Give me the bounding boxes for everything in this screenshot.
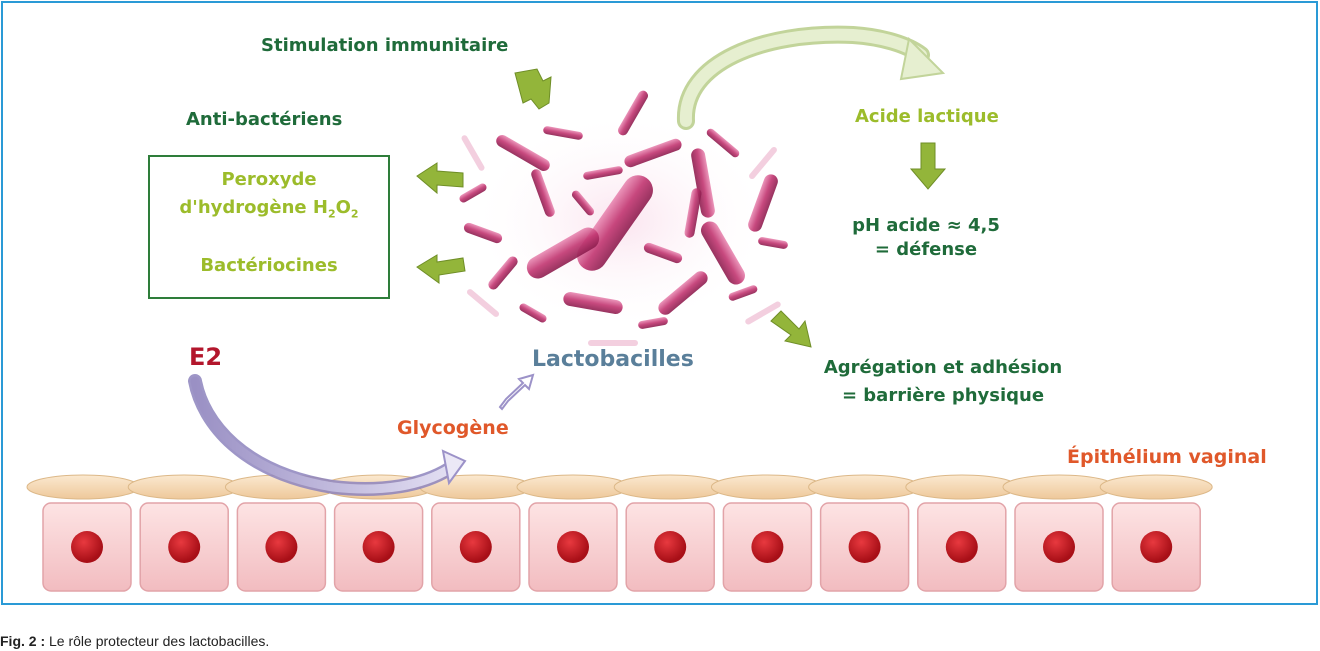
- mucus-cap: [127, 474, 241, 500]
- bacterium-rod: [531, 169, 555, 217]
- label-epithelium-vaginal: Épithélium vaginal: [1067, 446, 1267, 468]
- peroxyde-text-a: d'hydrogène H: [179, 197, 328, 218]
- label-defense: = défense: [874, 239, 978, 260]
- arrow-glycogene-to-lactobacilles: [498, 373, 535, 411]
- mucus-cap: [516, 474, 630, 500]
- label-glycogene: Glycogène: [397, 417, 509, 439]
- label-anti-bacteriens: Anti-bactériens: [186, 109, 343, 130]
- mucus-cap: [26, 474, 140, 500]
- bacterium-rod: [519, 303, 547, 323]
- label-peroxyde-line2: d'hydrogène H2O2: [150, 197, 388, 221]
- bacterium-rod: [488, 256, 518, 290]
- bacterium-rod: [577, 175, 653, 271]
- mucus-cap: [1002, 474, 1116, 500]
- cell-nucleus: [362, 531, 395, 563]
- bacterium-rod: [748, 174, 778, 232]
- bacterium-rod: [526, 227, 600, 279]
- cell-nucleus: [557, 531, 589, 563]
- mucus-cap: [905, 474, 1019, 500]
- mucus-cap: [808, 474, 922, 500]
- bacterium-rod: [638, 317, 668, 329]
- bacterium-rod-faint: [466, 289, 500, 317]
- label-bacteriocines: Bactériocines: [200, 255, 338, 276]
- cell-nucleus: [1140, 531, 1173, 563]
- peroxyde-subscript-2: 2: [350, 207, 359, 221]
- bacterium-rod: [618, 90, 648, 136]
- arrow-up-stimulation: [514, 68, 552, 110]
- bacterium-rod-faint: [588, 340, 638, 346]
- anti-bacterial-box: Peroxyde d'hydrogène H2O2 Bactériocines: [148, 155, 390, 299]
- cell-nucleus: [459, 531, 492, 563]
- arrow-left-upper: [416, 162, 464, 195]
- caption-text: Le rôle protecteur des lactobacilles.: [45, 633, 270, 649]
- cell-nucleus: [168, 531, 201, 563]
- figure-caption: Fig. 2 : Le rôle protecteur des lactobac…: [0, 633, 269, 649]
- cell-nucleus: [751, 531, 784, 563]
- arrow-down-right-agregation: [770, 310, 812, 348]
- bacterium-rod: [643, 242, 683, 264]
- cell-nucleus: [71, 531, 103, 563]
- bacterium-rod: [691, 148, 715, 218]
- peroxyde-text-b: O: [335, 197, 351, 218]
- bacterium-rod: [728, 285, 758, 301]
- cell-nucleus: [945, 531, 978, 563]
- curved-arrow-e2-to-glycogene: [188, 374, 467, 496]
- label-peroxyde-line1: Peroxyde: [221, 169, 317, 190]
- label-barriere-physique: = barrière physique: [841, 385, 1045, 406]
- bacterium-rod: [624, 138, 682, 168]
- label-ph-acide: pH acide ≈ 4,5: [852, 215, 1000, 236]
- bacterium-rod: [758, 237, 788, 249]
- bacterium-rod-faint: [745, 301, 781, 325]
- bacterium-rod: [563, 292, 623, 314]
- epithelium-cells: [42, 502, 1201, 592]
- diagram-graphics: [26, 25, 1213, 592]
- lactobacilli-cluster: [459, 90, 788, 346]
- mucus-caps: [26, 474, 1213, 500]
- cell-nucleus: [265, 531, 298, 563]
- bacterium-rod: [684, 188, 702, 238]
- bacterium-rod: [701, 221, 745, 285]
- mucus-cap: [710, 474, 824, 500]
- arrow-down-acide: [909, 142, 947, 190]
- cell-nucleus: [1043, 531, 1075, 563]
- arrow-left-lower: [416, 254, 466, 284]
- caption-fig-number: Fig. 2 :: [0, 633, 46, 649]
- bacterium-rod: [571, 190, 595, 216]
- bacterium-rod: [706, 128, 740, 158]
- mucus-cap: [613, 474, 727, 500]
- mucus-cap: [1099, 474, 1213, 500]
- label-agregation: Agrégation et adhésion: [823, 357, 1063, 378]
- peroxyde-subscript-1: 2: [327, 207, 336, 221]
- bacterium-rod-faint: [461, 135, 485, 171]
- cell-nucleus: [654, 531, 687, 563]
- figure-frame: Stimulation immunitaire Anti-bactériens …: [1, 1, 1318, 605]
- bacterium-rod: [463, 222, 503, 244]
- bacterium-rod-faint: [749, 146, 777, 180]
- bacterium-rod: [459, 183, 487, 203]
- bacterium-rod: [583, 166, 623, 180]
- bacterium-rod: [496, 135, 550, 171]
- label-lactobacilles: Lactobacilles: [532, 347, 694, 372]
- label-e2: E2: [189, 343, 223, 371]
- bacterium-rod: [543, 126, 583, 140]
- cell-nucleus: [848, 531, 881, 563]
- label-acide-lactique: Acide lactique: [855, 106, 999, 127]
- label-stimulation-immunitaire: Stimulation immunitaire: [261, 35, 509, 56]
- bacterium-rod: [658, 271, 708, 315]
- curved-arrow-to-acide: [676, 25, 946, 130]
